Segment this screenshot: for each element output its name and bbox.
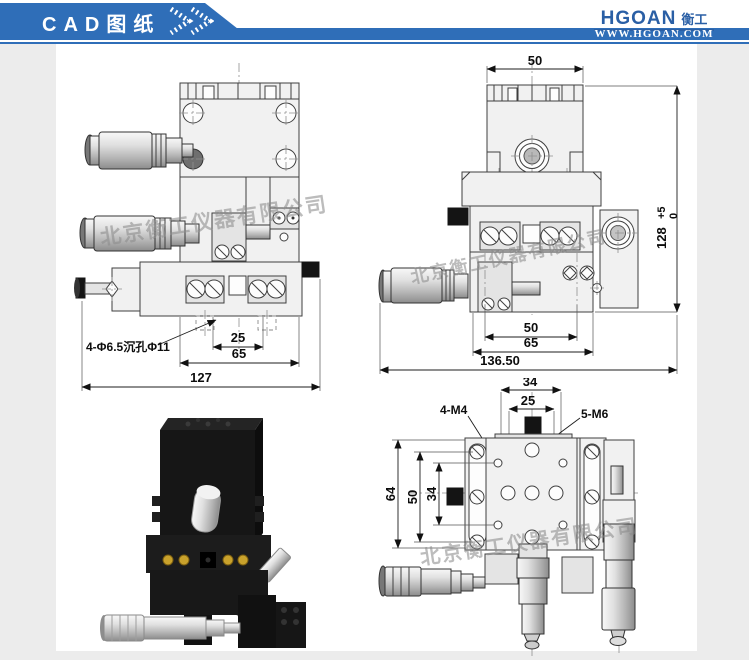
micrometer-left-horizontal: [378, 565, 486, 597]
header-underline: [0, 42, 749, 44]
page-title: CAD图纸: [42, 14, 161, 36]
micrometer-upper: [84, 131, 194, 170]
product-photo: [100, 418, 306, 648]
dim-136-50: 136.50: [480, 353, 520, 368]
brand-logo[interactable]: HGOAN 衡工: [594, 9, 714, 31]
side-bottom-dims: 50 65 136.50: [379, 253, 678, 374]
dim-34-top: 34: [523, 378, 538, 389]
stage-photo-bottom-micrometer: [100, 614, 241, 642]
dim-25: 25: [231, 330, 245, 345]
chevron-right-icon: [169, 7, 214, 35]
front-view-drawing: 25 65 127 4-Φ6.5沉孔Φ11: [74, 63, 321, 391]
counterbore-label: 4-Φ6.5沉孔Φ11: [86, 339, 170, 354]
stage-plate-top: [446, 416, 607, 551]
dim-height-128: 128: [654, 227, 669, 249]
logo-text[interactable]: HGOAN: [600, 8, 677, 29]
logo-chinese: 衡工: [681, 12, 708, 27]
dim-127: 127: [190, 370, 212, 385]
dim-top-50: 50: [528, 53, 542, 68]
dim-height-tol-upper: +5: [656, 206, 668, 219]
dim-height-tol-lower: 0: [668, 213, 680, 219]
stage-photo-mid-tier: [146, 535, 271, 573]
header-bar: [0, 28, 749, 40]
top-dims: 34 25 4-M4 5-M6: [440, 378, 609, 486]
label-5-M6: 5-M6: [581, 407, 609, 421]
dim-50-left: 50: [405, 490, 420, 504]
side-view-drawing: 50: [378, 53, 681, 374]
website-link[interactable]: WWW.HGOAN.COM: [594, 28, 714, 40]
page-header: CAD图纸 HGOAN 衡工 WWW.HGOAN.COM: [0, 0, 749, 44]
dim-50: 50: [524, 320, 538, 335]
stage-photo-front-knob: [191, 485, 221, 533]
front-dimensions: 25 65 127 4-Φ6.5沉孔Φ11: [81, 279, 321, 391]
dim-65: 65: [524, 335, 538, 350]
dim-64: 64: [383, 486, 398, 501]
side-top-dim: 50: [486, 53, 584, 83]
micrometer-side: [378, 261, 604, 313]
micrometer-center-vertical: [484, 543, 594, 650]
top-view-drawing: 34 25 4-M4 5-M6 64 50 34: [378, 378, 640, 656]
dim-25-top: 25: [521, 393, 535, 408]
side-right-dim: 128 +5 0: [585, 85, 681, 313]
base-stage-front: [74, 261, 320, 336]
top-left-dims: 64 50 34: [383, 439, 494, 549]
micrometer-mid: [79, 207, 300, 262]
dim-34-left: 34: [424, 486, 439, 501]
label-4-M4: 4-M4: [440, 403, 468, 417]
dim-65: 65: [232, 346, 246, 361]
stage-body-side: [447, 84, 639, 313]
stage-body-front: [179, 82, 300, 263]
micrometer-right-vertical: [601, 439, 636, 646]
